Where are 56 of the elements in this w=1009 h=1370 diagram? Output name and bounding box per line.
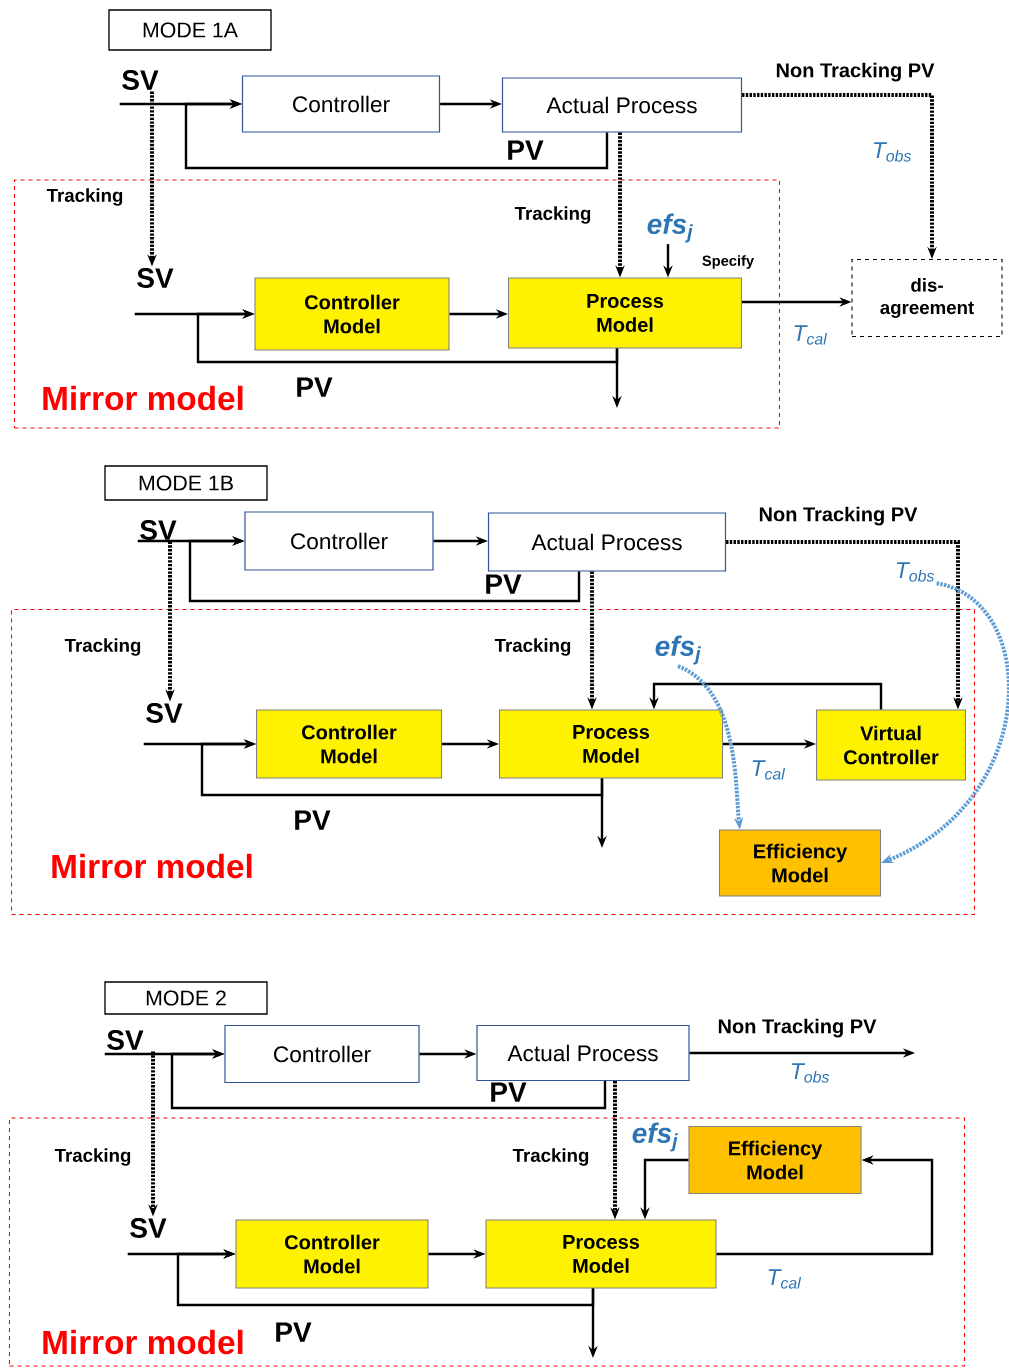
edge-label: Tracking (45, 186, 125, 208)
arrow (184, 99, 609, 170)
process-box: Actual Process (501, 77, 743, 133)
mode-label-box: MODE 1B (104, 465, 268, 501)
edge-label: T$_{cal}$ (765, 1268, 803, 1290)
model-box: Controller Model (254, 277, 450, 351)
edge-label: PV (292, 809, 332, 831)
disagreement-box: dis- agreement (851, 258, 1003, 338)
signal-label: T$_{obs}$ (792, 1063, 830, 1083)
arrow (200, 739, 604, 797)
edge-label: PV (488, 1081, 528, 1103)
edge-label: Tracking (511, 1146, 591, 1168)
edge-label: Tracking (493, 636, 573, 658)
model-box: Process Model (498, 709, 724, 779)
edge-label: Tracking (63, 636, 143, 658)
process-box: Actual Process (487, 512, 727, 572)
signal-label: SV (140, 520, 177, 540)
arrow (196, 309, 619, 364)
mode-label-box: MODE 1A (108, 9, 272, 51)
arrow (170, 1049, 607, 1110)
process-box: Actual Process (476, 1024, 690, 1082)
efficiency-model-box: Efficiency Model (688, 1125, 862, 1195)
signal-label: SV (122, 70, 159, 90)
edge-label: Non Tracking PV (774, 61, 936, 83)
model-box: Process Model (485, 1219, 717, 1289)
signal-label: T$_{obs}$ (874, 142, 912, 162)
model-box: Virtual Controller (815, 709, 967, 781)
signal-label: efs$_{j}$ (647, 213, 693, 243)
edge-label: Non Tracking PV (716, 1017, 878, 1039)
edge-label: Tracking (513, 204, 593, 226)
mode-label-box: MODE 2 (104, 981, 268, 1015)
edge-label: Non Tracking PV (757, 505, 919, 527)
edge-label: Specify (700, 253, 756, 271)
model-box: Process Model (507, 277, 743, 349)
edge-label: PV (505, 139, 545, 161)
model-box: Controller Model (255, 709, 443, 779)
signal-label: efs$_{j}$ (655, 635, 701, 665)
edge-label: Tracking (53, 1146, 133, 1168)
efficiency-model-box: Efficiency Model (718, 829, 882, 897)
edge-label: PV (483, 573, 523, 595)
edge-label: T$_{cal}$ (791, 324, 829, 346)
arrow (188, 536, 581, 603)
arrow (176, 1249, 595, 1307)
signal-label: SV (137, 268, 174, 288)
edge-label: PV (273, 1321, 313, 1343)
edge-label: T$_{cal}$ (749, 759, 787, 781)
model-box: Controller Model (235, 1219, 429, 1289)
edge-label: PV (294, 376, 334, 398)
process-box: Controller (244, 511, 434, 571)
signal-label: SV (130, 1218, 167, 1238)
signal-label: SV (107, 1030, 144, 1050)
signal-label: T$_{obs}$ (897, 562, 935, 582)
signal-label: efs$_{j}$ (632, 1122, 678, 1152)
process-box: Controller (241, 75, 441, 133)
signal-label: SV (146, 703, 183, 723)
process-box: Controller (224, 1024, 420, 1084)
